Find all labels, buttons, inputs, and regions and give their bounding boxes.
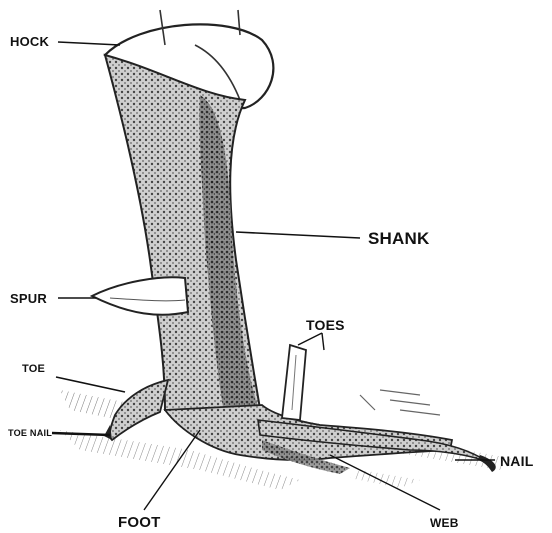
spur-shape — [92, 277, 188, 314]
label-toe: TOE — [22, 363, 45, 375]
label-shank: SHANK — [368, 229, 430, 248]
label-toe-nail: TOE NAIL — [8, 428, 52, 438]
label-hock: HOCK — [10, 34, 49, 49]
label-foot: FOOT — [118, 514, 160, 531]
rear-toe-shape — [110, 380, 168, 440]
label-web: WEB — [430, 516, 459, 530]
label-toes: TOES — [306, 317, 345, 333]
label-spur: SPUR — [10, 291, 47, 306]
label-nail: NAIL — [500, 453, 534, 469]
